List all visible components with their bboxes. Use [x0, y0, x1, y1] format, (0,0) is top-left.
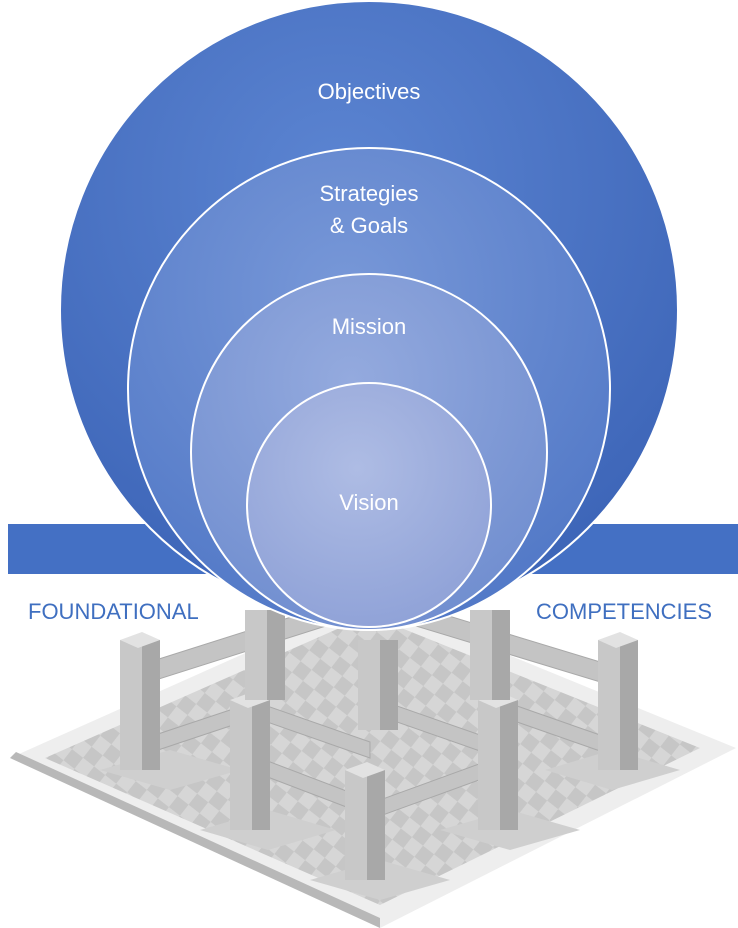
foundational-label: FOUNDATIONAL	[28, 599, 199, 624]
pillars	[100, 610, 680, 900]
foundation-platform	[10, 598, 736, 928]
objectives-label: Objectives	[318, 79, 421, 104]
pillar	[245, 610, 510, 730]
nested-circles	[59, 0, 679, 631]
pillar	[100, 632, 240, 790]
competencies-label: COMPETENCIES	[536, 599, 712, 624]
pillar	[310, 762, 450, 900]
pillar	[440, 692, 580, 850]
pillar	[545, 632, 680, 790]
mission-label: Mission	[332, 314, 407, 339]
strategies-label-line1: Strategies	[319, 181, 418, 206]
vision-label: Vision	[339, 490, 399, 515]
vision-circle	[246, 382, 492, 628]
strategies-label-line2: & Goals	[330, 213, 408, 238]
